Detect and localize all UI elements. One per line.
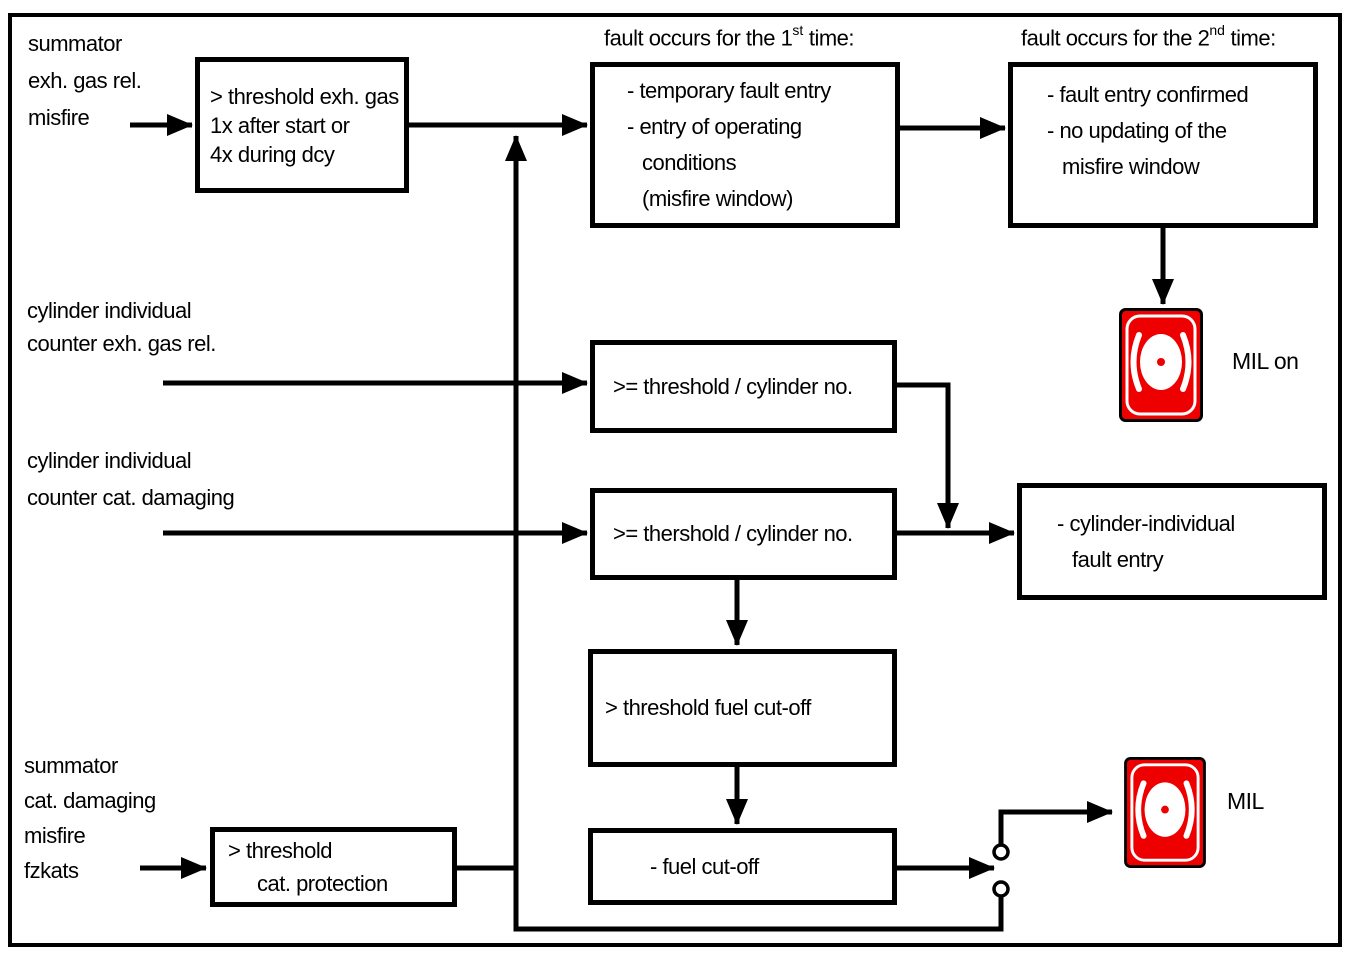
input-label-cylinder-counter-exh-gas: cylinder individual counter exh. gas rel…	[27, 294, 216, 360]
heading-text: time:	[1224, 25, 1277, 51]
input-label-summator-cat-damaging: summator cat. damaging misfire fzkats	[24, 748, 156, 888]
box-line: cat. protection	[257, 871, 388, 896]
mil-on-label: MIL on	[1232, 348, 1299, 374]
box-line: 4x during dcy	[210, 141, 335, 167]
heading-text: fault occurs for the 1	[604, 25, 793, 51]
label-line: misfire	[28, 105, 90, 130]
label-line: cylinder individual	[27, 298, 192, 323]
label-line: fzkats	[24, 858, 79, 883]
switch-contact-lower	[992, 880, 1010, 898]
box-line: - temporary fault entry	[627, 78, 831, 103]
heading-second-fault-occurrence: fault occurs for the 2nd time:	[1021, 22, 1277, 51]
box-threshold-cylinder-cat-damaging: >= thershold / cylinder no.	[590, 488, 897, 580]
box-cylinder-individual-fault-entry: - cylinder-individual fault entry	[1017, 483, 1327, 600]
box-line: - fuel cut-off	[650, 853, 759, 879]
mil-label: MIL	[1227, 788, 1264, 814]
box-line: misfire window	[1062, 154, 1200, 179]
box-threshold-cylinder-exh-gas: >= threshold / cylinder no.	[590, 340, 897, 433]
box-line: fault entry	[1072, 546, 1164, 572]
cat-protection-out-and-bottom-run	[457, 865, 1004, 932]
switch-contact-upper	[992, 843, 1010, 861]
diagram-border-frame	[8, 13, 1342, 947]
label-line: exh. gas rel.	[28, 68, 142, 93]
box-line: > threshold fuel cut-off	[605, 695, 811, 720]
box-line: 1x after start or	[210, 112, 350, 138]
mil-on-indicator-icon	[1119, 308, 1203, 422]
label-line: cylinder individual	[27, 448, 192, 473]
ordinal-superscript: st	[792, 22, 804, 38]
box-threshold-fuel-cutoff: > threshold fuel cut-off	[588, 649, 897, 767]
box-fuel-cutoff: - fuel cut-off	[588, 828, 897, 905]
heading-text: fault occurs for the 2	[1021, 25, 1210, 51]
box-line: >= thershold / cylinder no.	[613, 521, 853, 546]
box-line: - entry of operating	[627, 114, 802, 139]
ordinal-superscript: nd	[1209, 22, 1225, 38]
box-line: - cylinder-individual	[1057, 510, 1235, 536]
label-line: misfire	[24, 823, 86, 848]
box-threshold-exh-gas: > threshold exh. gas 1x after start or 4…	[195, 57, 409, 193]
arrow-threshold-cyl-exh-out-down	[897, 382, 959, 529]
box-first-fault-entry: - temporary fault entry - entry of opera…	[590, 62, 900, 228]
box-line: - fault entry confirmed	[1047, 82, 1249, 107]
box-line: > threshold exh. gas	[210, 83, 399, 109]
box-threshold-cat-protection: > threshold cat. protection	[210, 827, 457, 907]
heading-text: time:	[803, 25, 855, 51]
box-line: (misfire window)	[642, 186, 793, 211]
arrow-switch-to-mil	[998, 801, 1113, 845]
box-line: conditions	[642, 150, 737, 175]
box-line: >= threshold / cylinder no.	[613, 373, 853, 399]
box-line: > threshold	[228, 838, 332, 863]
input-label-cylinder-counter-cat-damaging: cylinder individual counter cat. damagin…	[27, 442, 235, 516]
label-line: cat. damaging	[24, 788, 156, 813]
box-line: - no updating of the	[1047, 118, 1227, 143]
heading-first-fault-occurrence: fault occurs for the 1st time:	[604, 22, 855, 51]
label-line: summator	[24, 753, 118, 778]
box-second-fault-confirmed: - fault entry confirmed - no updating of…	[1008, 62, 1318, 228]
mil-indicator-icon	[1124, 757, 1206, 868]
label-line: summator	[28, 31, 122, 56]
label-line: counter exh. gas rel.	[27, 331, 216, 356]
input-label-summator-exh-gas: summator exh. gas rel. misfire	[28, 25, 142, 136]
label-line: counter cat. damaging	[27, 485, 235, 510]
